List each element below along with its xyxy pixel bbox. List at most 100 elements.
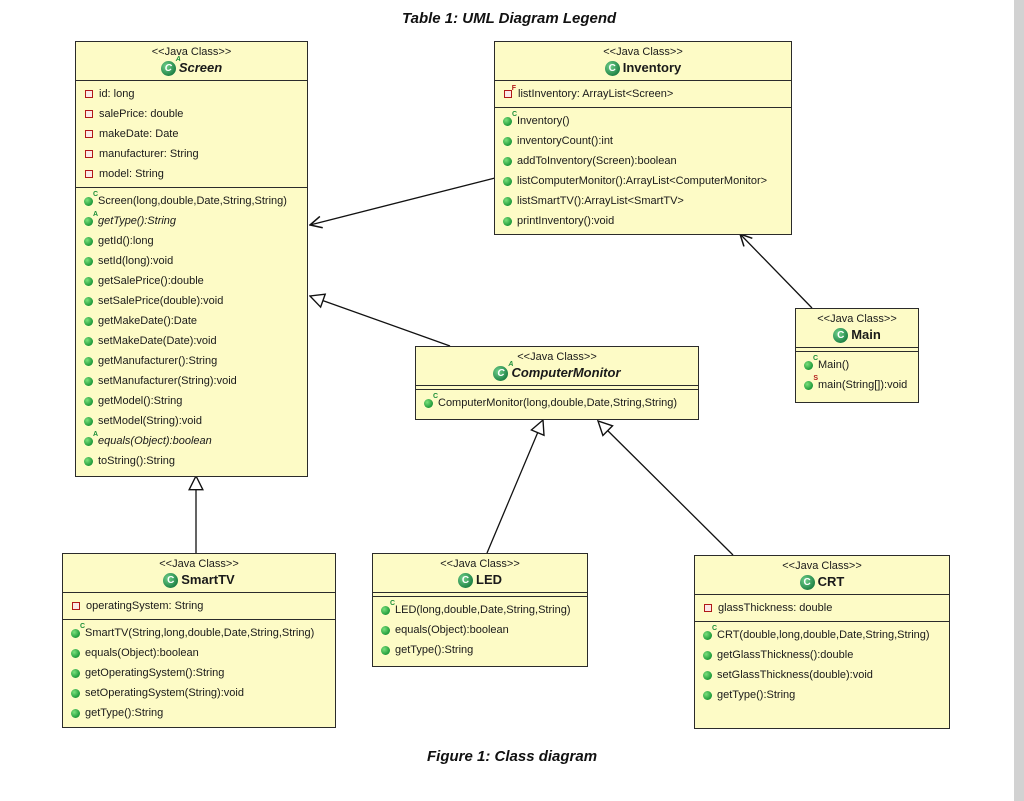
constructor-icon: C (804, 355, 818, 370)
final-field-icon: F (504, 85, 516, 99)
method-row: getManufacturer():String (76, 351, 307, 371)
empty-field-section (416, 386, 698, 391)
class-icon: C (833, 328, 849, 344)
stereotype: <<Java Class>> (517, 351, 597, 363)
public-method-icon (84, 296, 93, 306)
public-method-icon (71, 668, 80, 678)
association-main-inventory (740, 234, 813, 309)
stereotype: <<Java Class>> (782, 560, 862, 572)
generalization-crt-computermonitor (598, 421, 734, 556)
method-row: setId(long):void (76, 251, 307, 271)
empty-field-section (373, 593, 587, 598)
method-row: setManufacturer(String):void (76, 371, 307, 391)
public-method-icon (71, 648, 80, 658)
public-method-icon (703, 670, 712, 680)
method-row: printInventory():void (495, 211, 791, 231)
private-field-icon (85, 110, 93, 119)
class-name: CRT (817, 574, 845, 589)
public-method-icon (84, 336, 93, 346)
public-method-icon (71, 688, 80, 698)
stereotype: <<Java Class>> (603, 46, 683, 58)
method-row: setSalePrice(double):void (76, 291, 307, 311)
public-method-icon (703, 650, 712, 660)
stereotype: <<Java Class>> (440, 558, 520, 570)
empty-field-section (796, 348, 918, 353)
stereotype: <<Java Class>> (151, 46, 232, 58)
constructor-icon: C (703, 625, 717, 640)
class-name: ComputerMonitor (511, 365, 621, 380)
public-method-icon (84, 316, 93, 326)
class-name: Inventory (622, 60, 682, 75)
public-method-icon (84, 416, 93, 426)
private-field-icon (85, 90, 93, 99)
method-row: setMakeDate(Date):void (76, 331, 307, 351)
public-method-icon (84, 276, 93, 286)
public-method-icon (703, 690, 712, 700)
constructor-icon: C (71, 623, 85, 638)
private-field-icon (704, 604, 712, 613)
method-row: getSalePrice():double (76, 271, 307, 291)
field-row: id: long (76, 84, 307, 104)
public-method-icon (84, 356, 93, 366)
class-icon: C (799, 575, 815, 591)
method-row: toString():String (76, 451, 307, 471)
method-row: listSmartTV():ArrayList<SmartTV> (495, 191, 791, 211)
method-row: getGlassThickness():double (695, 645, 949, 665)
figure-caption: Figure 1: Class diagram (427, 748, 598, 765)
private-field-icon (85, 170, 93, 179)
method-row: addToInventory(Screen):boolean (495, 151, 791, 171)
method-row: getOperatingSystem():String (63, 663, 335, 683)
generalization-computermonitor-screen (310, 296, 451, 347)
public-method-icon (84, 376, 93, 386)
private-field-icon (85, 150, 93, 159)
public-method-icon (503, 176, 512, 186)
method-row: getType():String (63, 703, 335, 723)
table-caption: Table 1: UML Diagram Legend (402, 10, 617, 27)
abstract-method-icon: A (84, 431, 98, 446)
public-method-icon (503, 216, 512, 226)
private-field-icon (72, 602, 80, 611)
method-row: listComputerMonitor():ArrayList<Computer… (495, 171, 791, 191)
field-row: salePrice: double (76, 104, 307, 124)
method-row: inventoryCount():int (495, 131, 791, 151)
method-row: getMakeDate():Date (76, 311, 307, 331)
class-name: Screen (178, 60, 223, 75)
method-row: getId():long (76, 231, 307, 251)
stereotype: <<Java Class>> (817, 313, 897, 325)
public-method-icon (503, 196, 512, 206)
method-row: setGlassThickness(double):void (695, 665, 949, 685)
field-row: manufacturer: String (76, 144, 307, 164)
constructor-icon: C (503, 111, 517, 126)
class-icon: C (163, 573, 179, 589)
method-row: getModel():String (76, 391, 307, 411)
public-method-icon (503, 156, 512, 166)
constructor-icon: C (84, 191, 98, 206)
association-inventory-screen (310, 177, 496, 225)
generalization-led-computermonitor (486, 420, 543, 554)
field-row: operatingSystem: String (63, 596, 335, 616)
public-method-icon (84, 256, 93, 266)
public-method-icon (503, 136, 512, 146)
class-name: SmartTV (181, 572, 235, 587)
static-method-icon: S (804, 375, 818, 390)
method-row: getType():String (695, 685, 949, 705)
field-row: makeDate: Date (76, 124, 307, 144)
